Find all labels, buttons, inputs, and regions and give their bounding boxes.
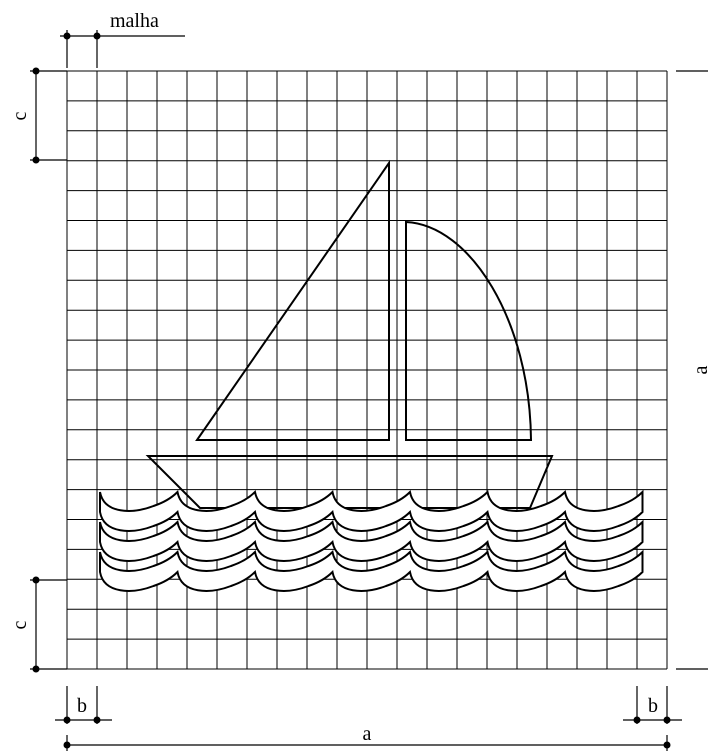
dimensions xyxy=(30,30,708,751)
dot xyxy=(93,716,101,724)
wave-band xyxy=(99,519,644,562)
jib-sail xyxy=(405,220,533,441)
label-c-bottom: c xyxy=(9,620,31,629)
dot xyxy=(63,716,71,724)
dot xyxy=(32,665,40,673)
boat-hull xyxy=(145,455,554,509)
dot xyxy=(663,741,671,749)
label-a-bottom: a xyxy=(363,723,372,745)
dot xyxy=(32,67,40,75)
dot xyxy=(633,716,641,724)
dot xyxy=(63,741,71,749)
dot xyxy=(32,156,40,164)
wave-band xyxy=(99,489,644,532)
dot xyxy=(93,32,101,40)
wave-band xyxy=(99,549,644,592)
label-a-right: a xyxy=(690,365,708,374)
dimension-dots xyxy=(32,32,671,749)
dot xyxy=(32,576,40,584)
label-malha: malha xyxy=(110,10,159,32)
dot xyxy=(63,32,71,40)
sailboat xyxy=(145,159,554,509)
waves xyxy=(99,489,644,592)
label-b-right: b xyxy=(648,695,658,717)
main-sail xyxy=(195,159,390,441)
label-c-top: c xyxy=(9,111,31,120)
label-b-left: b xyxy=(77,695,87,717)
dot xyxy=(663,716,671,724)
